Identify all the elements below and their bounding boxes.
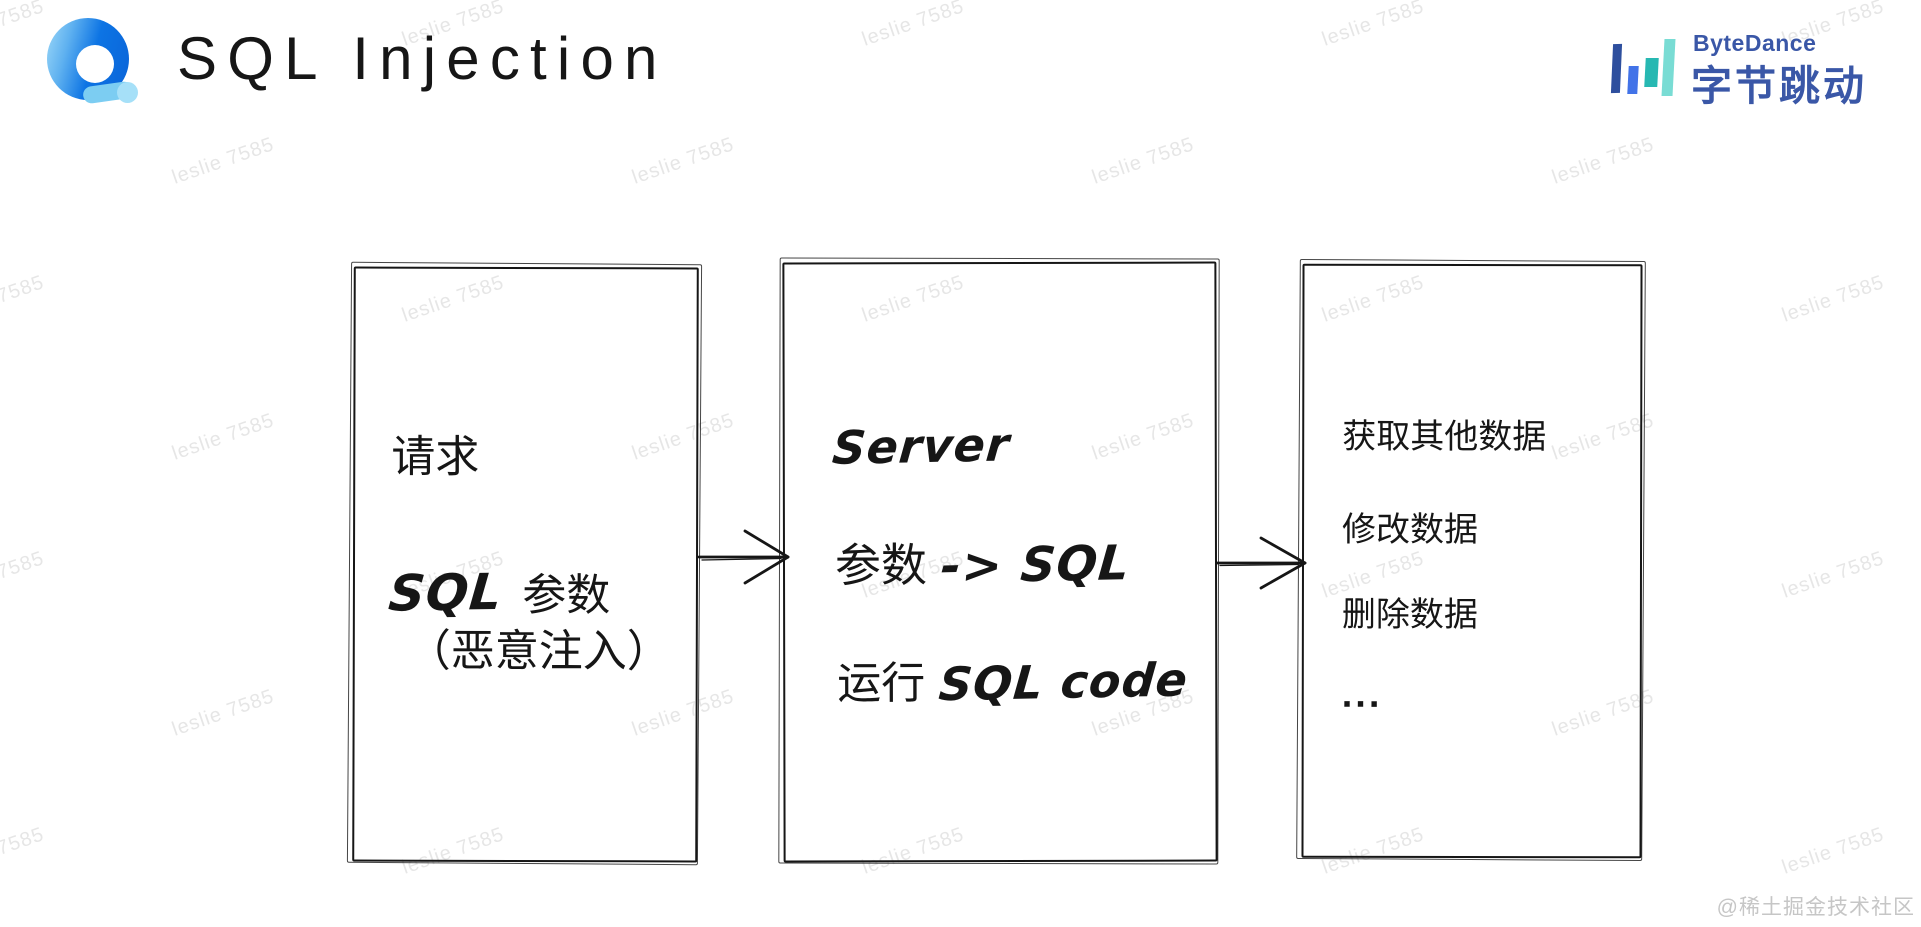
box2-params-text: 参数: [834, 539, 928, 592]
watermark-text: leslie 7585: [1779, 823, 1888, 879]
bar-mint: [1661, 39, 1676, 96]
box1-line-malicious-injection: （恶意注入）: [406, 626, 671, 677]
box1-line-request: 请求: [391, 432, 480, 482]
box2-line-server: Server: [830, 417, 1013, 475]
box2-sql-code-hand-text: SQL code: [936, 652, 1191, 712]
brand-name-en: ByteDance: [1693, 30, 1817, 56]
watermark-text: leslie 7585: [1779, 271, 1888, 327]
watermark-text: leslie 7585: [1779, 547, 1888, 603]
watermark-text: leslie 7585: [0, 0, 48, 51]
browser-app-logo-icon: [47, 18, 138, 105]
watermark-text: leslie 7585: [1549, 133, 1658, 189]
logo-hole: [76, 45, 114, 83]
box-impact: 获取其他数据 修改数据 删除数据 ...: [1301, 263, 1643, 859]
watermark-text: leslie 7585: [629, 133, 738, 189]
bar-dark-blue: [1610, 43, 1623, 94]
page-title: SQL Injection: [177, 25, 668, 92]
watermark-text: leslie 7585: [0, 547, 48, 603]
box3-line-get-other-data: 获取其他数据: [1342, 417, 1547, 457]
watermark-text: leslie 7585: [859, 0, 968, 51]
box3-line-modify-data: 修改数据: [1342, 510, 1479, 550]
watermark-text: leslie 7585: [169, 409, 278, 465]
bar-teal: [1644, 58, 1659, 87]
brand-name-zh: 字节跳动: [1691, 63, 1867, 109]
box2-arrow-sql-hand-text: -> SQL: [938, 535, 1133, 595]
box1-sql-hand-text: SQL: [386, 562, 506, 623]
community-credit: @稀土掘金技术社区: [1716, 896, 1915, 919]
bytedance-logo: ByteDance 字节跳动: [1600, 24, 1900, 109]
logo-tail-dot: [117, 82, 138, 103]
bar-blue: [1627, 66, 1639, 94]
box1-params-text: 参数: [522, 570, 611, 621]
box1-line-sql-params: SQL 参数: [386, 562, 611, 623]
watermark-text: leslie 7585: [1089, 133, 1198, 189]
watermark-text: leslie 7585: [0, 823, 48, 879]
box2-run-text: 运行: [837, 659, 926, 709]
watermark-text: leslie 7585: [1319, 0, 1428, 51]
box3-line-delete-data: 删除数据: [1341, 595, 1478, 635]
watermark-text: leslie 7585: [0, 271, 48, 327]
box3-line-ellipsis: ...: [1341, 673, 1383, 716]
bytedance-bars-icon: [1600, 24, 1680, 102]
box-request: 请求 SQL 参数 （恶意注入）: [352, 266, 699, 863]
watermark-text: leslie 7585: [169, 685, 278, 741]
arrow-box2-to-box3-icon: [1215, 536, 1307, 590]
box2-line-params-to-sql: 参数-> SQL: [834, 535, 1133, 595]
watermark-text: leslie 7585: [169, 133, 278, 189]
